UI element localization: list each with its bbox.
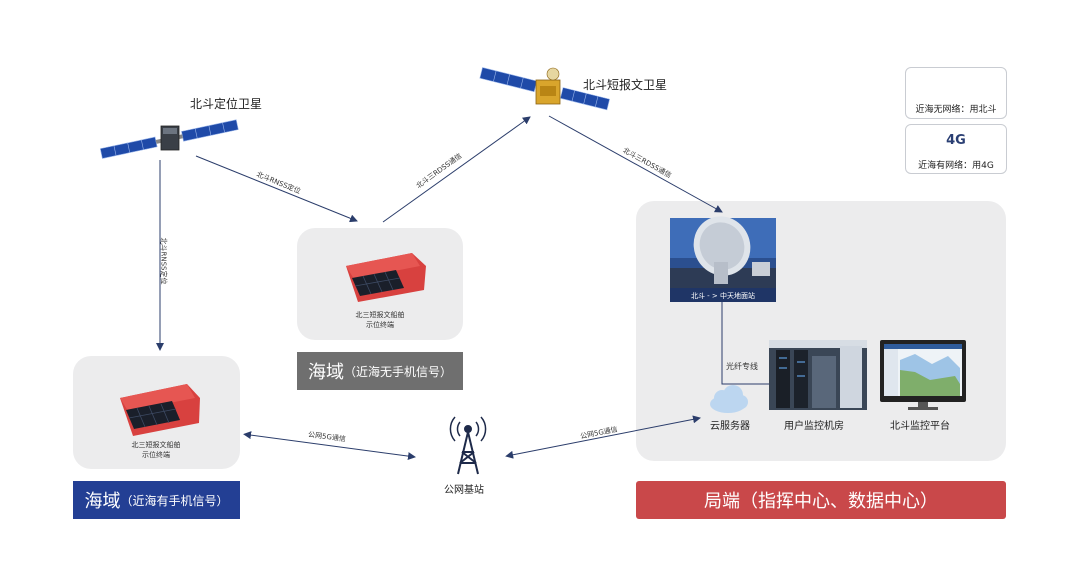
terminal-top-caption: 北三短报文船舶 示位终端 xyxy=(355,311,405,329)
banner-sea-no-signal: 海域 （近海无手机信号） xyxy=(297,352,463,390)
edge-pos-to-top xyxy=(195,155,358,223)
bd-pos-sat-label: 北斗定位卫星 xyxy=(190,97,263,111)
legend-4g: 4G 近海有网络：用4G xyxy=(905,124,1007,174)
server-room-image xyxy=(769,340,867,410)
legend-bd-caption: 近海无网络：用北斗 xyxy=(915,105,997,115)
banner-sea-with-signal: 海域 （近海有手机信号） xyxy=(73,481,240,519)
bd-platform-label: 北斗监控平台 xyxy=(890,421,950,432)
edge-msg-to-station xyxy=(548,115,723,213)
edge-base-to-cloud xyxy=(505,415,701,459)
base-station-label: 公网基站 xyxy=(444,485,484,496)
user-room-label: 用户监控机房 xyxy=(784,421,844,432)
edge-label-fiber: 光纤专线 xyxy=(726,362,758,371)
ground-station-caption: 北斗 - > 中天地面站 xyxy=(690,292,756,300)
cloud-icon xyxy=(710,385,748,413)
terminal-device-top-icon xyxy=(346,253,426,302)
legend-bd: 近海无网络：用北斗 xyxy=(905,67,1007,119)
cloud-server-label: 云服务器 xyxy=(710,421,750,432)
banner-sea-no-signal-main: 海域 xyxy=(307,362,344,383)
bd-msg-satellite-icon xyxy=(479,67,610,111)
bd-msg-sat-label: 北斗短报文卫星 xyxy=(583,78,668,92)
banner-sea-with-signal-sub: （近海有手机信号） xyxy=(120,493,229,508)
ground-station-image xyxy=(670,216,776,302)
legend-4g-caption: 近海有网络：用4G xyxy=(918,161,994,171)
banner-sea-with-signal-main: 海域 xyxy=(84,491,121,512)
legend-4g-icon: 4G xyxy=(946,133,966,148)
edge-left-to-base xyxy=(243,431,416,461)
edge-top-to-msg xyxy=(382,116,531,223)
banner-sea-no-signal-sub: （近海无手机信号） xyxy=(343,364,452,379)
terminal-device-left-icon xyxy=(120,384,200,436)
base-station-icon xyxy=(449,416,487,475)
edge-label-pos-left: 北斗RNSS定位 xyxy=(159,237,168,285)
monitor-screen-icon xyxy=(880,340,966,410)
bd-pos-satellite-icon xyxy=(99,119,239,159)
banner-center-text: 局端（指挥中心、数据中心） xyxy=(704,491,938,512)
edge-fiber xyxy=(721,302,769,385)
banner-center: 局端（指挥中心、数据中心） xyxy=(636,481,1006,519)
terminal-left-caption: 北三短报文船舶 示位终端 xyxy=(131,441,181,459)
